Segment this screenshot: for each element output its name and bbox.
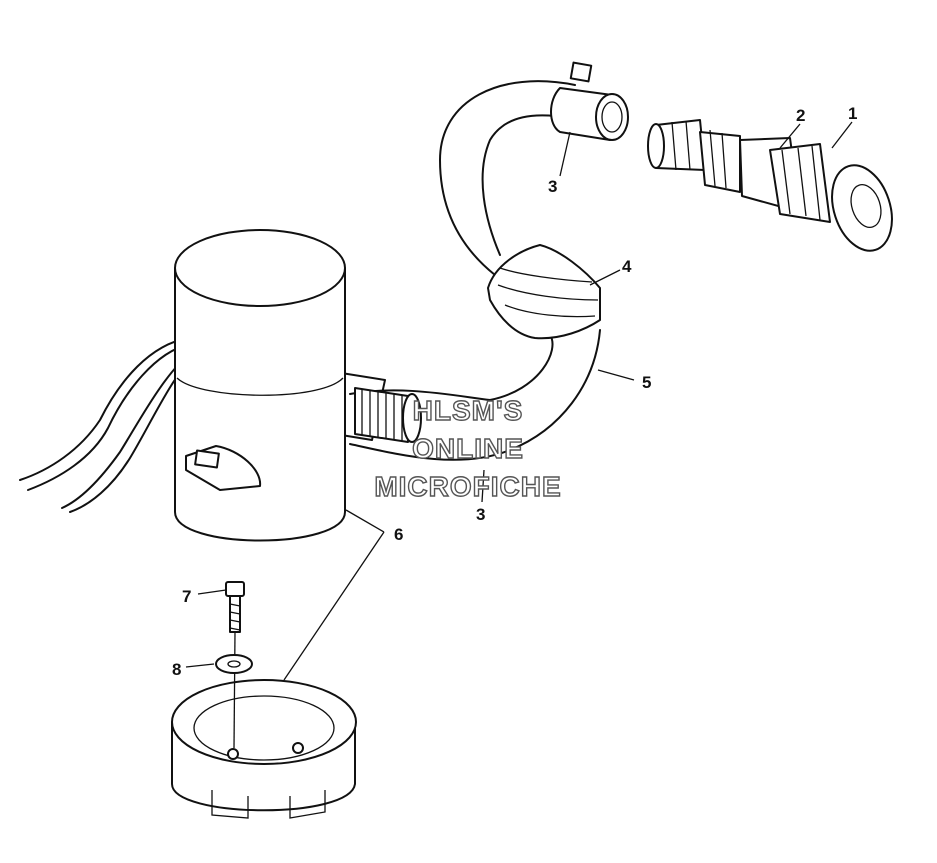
hose-sleeve — [487, 244, 601, 340]
callout-8: 8 — [172, 660, 181, 679]
callout-3-bottom: 3 — [476, 505, 485, 524]
leader-lines — [185, 121, 853, 681]
callout-2: 2 — [796, 106, 805, 125]
pump-base — [171, 679, 357, 819]
callout-4: 4 — [622, 257, 632, 276]
watermark: HLSM'S ONLINE MICROFICHE — [374, 394, 562, 502]
thru-hull-fitting — [647, 119, 893, 252]
bilge-pump — [174, 229, 386, 542]
discharge-hose — [349, 80, 601, 461]
watermark-line-3: MICROFICHE — [374, 471, 561, 502]
callout-3-top: 3 — [548, 177, 557, 196]
watermark-line-1: HLSM'S — [413, 395, 524, 426]
callout-1: 1 — [848, 104, 857, 123]
watermark-line-2: ONLINE — [412, 433, 524, 464]
callout-6: 6 — [394, 525, 403, 544]
callout-5: 5 — [642, 373, 651, 392]
hose-clamp-top — [550, 61, 629, 141]
callout-7: 7 — [182, 587, 191, 606]
washer — [215, 654, 253, 674]
bolt — [225, 581, 245, 749]
